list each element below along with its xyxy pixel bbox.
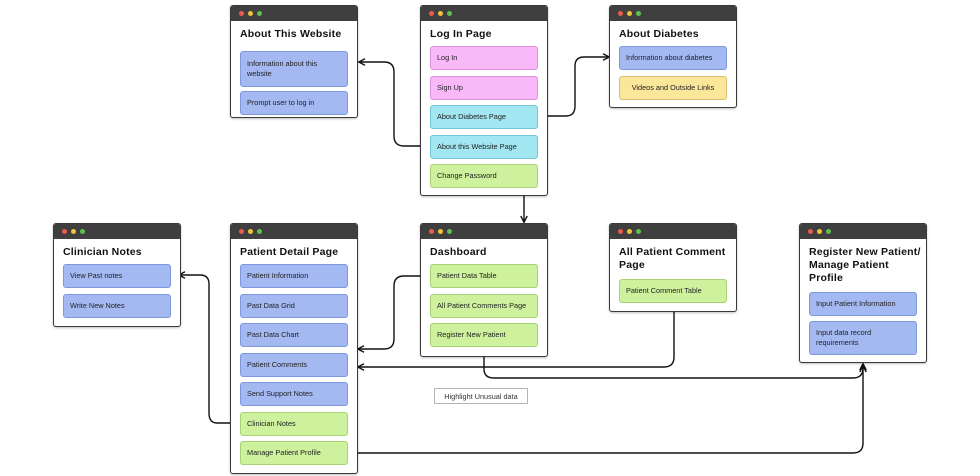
- item-send-support-notes[interactable]: Send Support Notes: [240, 382, 348, 406]
- maximize-dot-icon[interactable]: [80, 229, 85, 234]
- window-title: Log In Page: [430, 28, 492, 40]
- close-dot-icon[interactable]: [618, 229, 623, 234]
- title-bar: [231, 224, 357, 239]
- minimize-dot-icon[interactable]: [438, 229, 443, 234]
- window-about-diabetes: About Diabetes Information about diabete…: [609, 5, 737, 108]
- minimize-dot-icon[interactable]: [71, 229, 76, 234]
- minimize-dot-icon[interactable]: [248, 229, 253, 234]
- item-about-website-page[interactable]: About this Website Page: [430, 135, 538, 159]
- minimize-dot-icon[interactable]: [627, 11, 632, 16]
- window-title: Clinician Notes: [63, 246, 142, 258]
- window-all-comments: All Patient Comment Page Patient Comment…: [609, 223, 737, 312]
- edge-comment-table-detail: [358, 302, 675, 367]
- minimize-dot-icon[interactable]: [438, 11, 443, 16]
- maximize-dot-icon[interactable]: [447, 229, 452, 234]
- edge-about-diabetes: [539, 57, 609, 117]
- item-patient-information[interactable]: Patient Information: [240, 264, 348, 288]
- highlight-note: Highlight Unusual data: [434, 388, 528, 404]
- window-title: Dashboard: [430, 246, 487, 258]
- window-title: Register New Patient/ Manage Patient Pro…: [809, 246, 921, 284]
- item-all-patient-comments-page[interactable]: All Patient Comments Page: [430, 294, 538, 318]
- window-clinician-notes: Clinician Notes View Past notes Write Ne…: [53, 223, 181, 327]
- maximize-dot-icon[interactable]: [257, 11, 262, 16]
- window-register: Register New Patient/ Manage Patient Pro…: [799, 223, 927, 363]
- close-dot-icon[interactable]: [429, 11, 434, 16]
- title-bar: [610, 224, 736, 239]
- close-dot-icon[interactable]: [618, 11, 623, 16]
- window-title: About Diabetes: [619, 28, 699, 40]
- item-write-new-notes[interactable]: Write New Notes: [63, 294, 171, 318]
- item-change-password[interactable]: Change Password: [430, 164, 538, 188]
- title-bar: [421, 6, 547, 21]
- item-past-data-chart[interactable]: Past Data Chart: [240, 323, 348, 347]
- item-info-website[interactable]: Information about this website: [240, 51, 348, 87]
- item-clinician-notes[interactable]: Clinician Notes: [240, 412, 348, 436]
- minimize-dot-icon[interactable]: [627, 229, 632, 234]
- window-dashboard: Dashboard Patient Data Table All Patient…: [420, 223, 548, 357]
- item-past-data-grid[interactable]: Past Data Grid: [240, 294, 348, 318]
- window-title: About This Website: [240, 28, 342, 40]
- close-dot-icon[interactable]: [808, 229, 813, 234]
- edge-clinician-notes: [179, 275, 241, 424]
- item-about-diabetes-page[interactable]: About Diabetes Page: [430, 105, 538, 129]
- window-about-website: About This Website Information about thi…: [230, 5, 358, 118]
- maximize-dot-icon[interactable]: [636, 229, 641, 234]
- maximize-dot-icon[interactable]: [447, 11, 452, 16]
- title-bar: [610, 6, 736, 21]
- close-dot-icon[interactable]: [62, 229, 67, 234]
- title-bar: [800, 224, 926, 239]
- item-info-diabetes[interactable]: Information about diabetes: [619, 46, 727, 70]
- close-dot-icon[interactable]: [239, 11, 244, 16]
- item-prompt-login[interactable]: Prompt user to log in: [240, 91, 348, 115]
- maximize-dot-icon[interactable]: [636, 11, 641, 16]
- item-patient-comments[interactable]: Patient Comments: [240, 353, 348, 377]
- title-bar: [54, 224, 180, 239]
- maximize-dot-icon[interactable]: [257, 229, 262, 234]
- item-input-patient-information[interactable]: Input Patient Information: [809, 292, 917, 316]
- edge-data-table-detail: [358, 275, 431, 349]
- item-input-data-record[interactable]: Input data record requirements: [809, 321, 917, 355]
- window-title: All Patient Comment Page: [619, 246, 726, 271]
- item-login[interactable]: Log In: [430, 46, 538, 70]
- title-bar: [421, 224, 547, 239]
- title-bar: [231, 6, 357, 21]
- close-dot-icon[interactable]: [239, 229, 244, 234]
- item-signup[interactable]: Sign Up: [430, 76, 538, 100]
- item-patient-data-table[interactable]: Patient Data Table: [430, 264, 538, 288]
- minimize-dot-icon[interactable]: [248, 11, 253, 16]
- item-manage-patient-profile[interactable]: Manage Patient Profile: [240, 441, 348, 465]
- item-register-new-patient[interactable]: Register New Patient: [430, 323, 538, 347]
- close-dot-icon[interactable]: [429, 229, 434, 234]
- maximize-dot-icon[interactable]: [826, 229, 831, 234]
- window-login: Log In Page Log In Sign Up About Diabete…: [420, 5, 548, 196]
- item-view-past-notes[interactable]: View Past notes: [63, 264, 171, 288]
- edge-about-website: [359, 62, 431, 147]
- item-videos-links[interactable]: Videos and Outside Links: [619, 76, 727, 100]
- minimize-dot-icon[interactable]: [817, 229, 822, 234]
- window-title: Patient Detail Page: [240, 246, 339, 258]
- edge-manage-profile: [349, 366, 863, 454]
- item-patient-comment-table[interactable]: Patient Comment Table: [619, 279, 727, 303]
- window-patient-detail: Patient Detail Page Patient Information …: [230, 223, 358, 474]
